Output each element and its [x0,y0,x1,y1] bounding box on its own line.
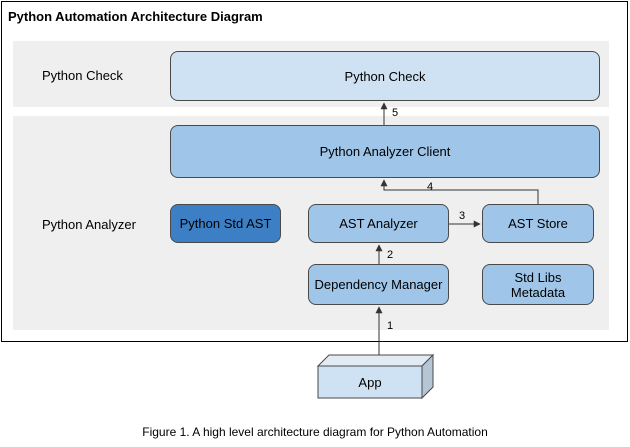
python-check-layer-label: Python Check [42,68,123,83]
std-libs-metadata-node: Std Libs Metadata [482,264,594,305]
ast-analyzer-node: AST Analyzer [308,204,449,243]
edge-1-label: 1 [387,320,394,332]
figure-caption: Figure 1. A high level architecture diag… [142,425,488,439]
edge-4 [380,179,539,204]
python-analyzer-layer-label: Python Analyzer [42,217,136,232]
app-node-label: App [358,374,382,390]
edge-3-label: 3 [459,210,466,222]
dependency-manager-node: Dependency Manager [308,264,449,305]
python-analyzer-client-node: Python Analyzer Client [170,125,600,178]
diagram-title: Python Automation Architecture Diagram [8,9,263,24]
edge-5-label: 5 [392,107,399,119]
python-std-ast-node: Python Std AST [170,204,281,243]
app-node-shape [316,353,435,400]
edge-2-label: 2 [387,249,394,261]
edge-4-label: 4 [427,181,434,193]
python-check-node: Python Check [170,51,600,101]
ast-store-node: AST Store [482,204,594,243]
